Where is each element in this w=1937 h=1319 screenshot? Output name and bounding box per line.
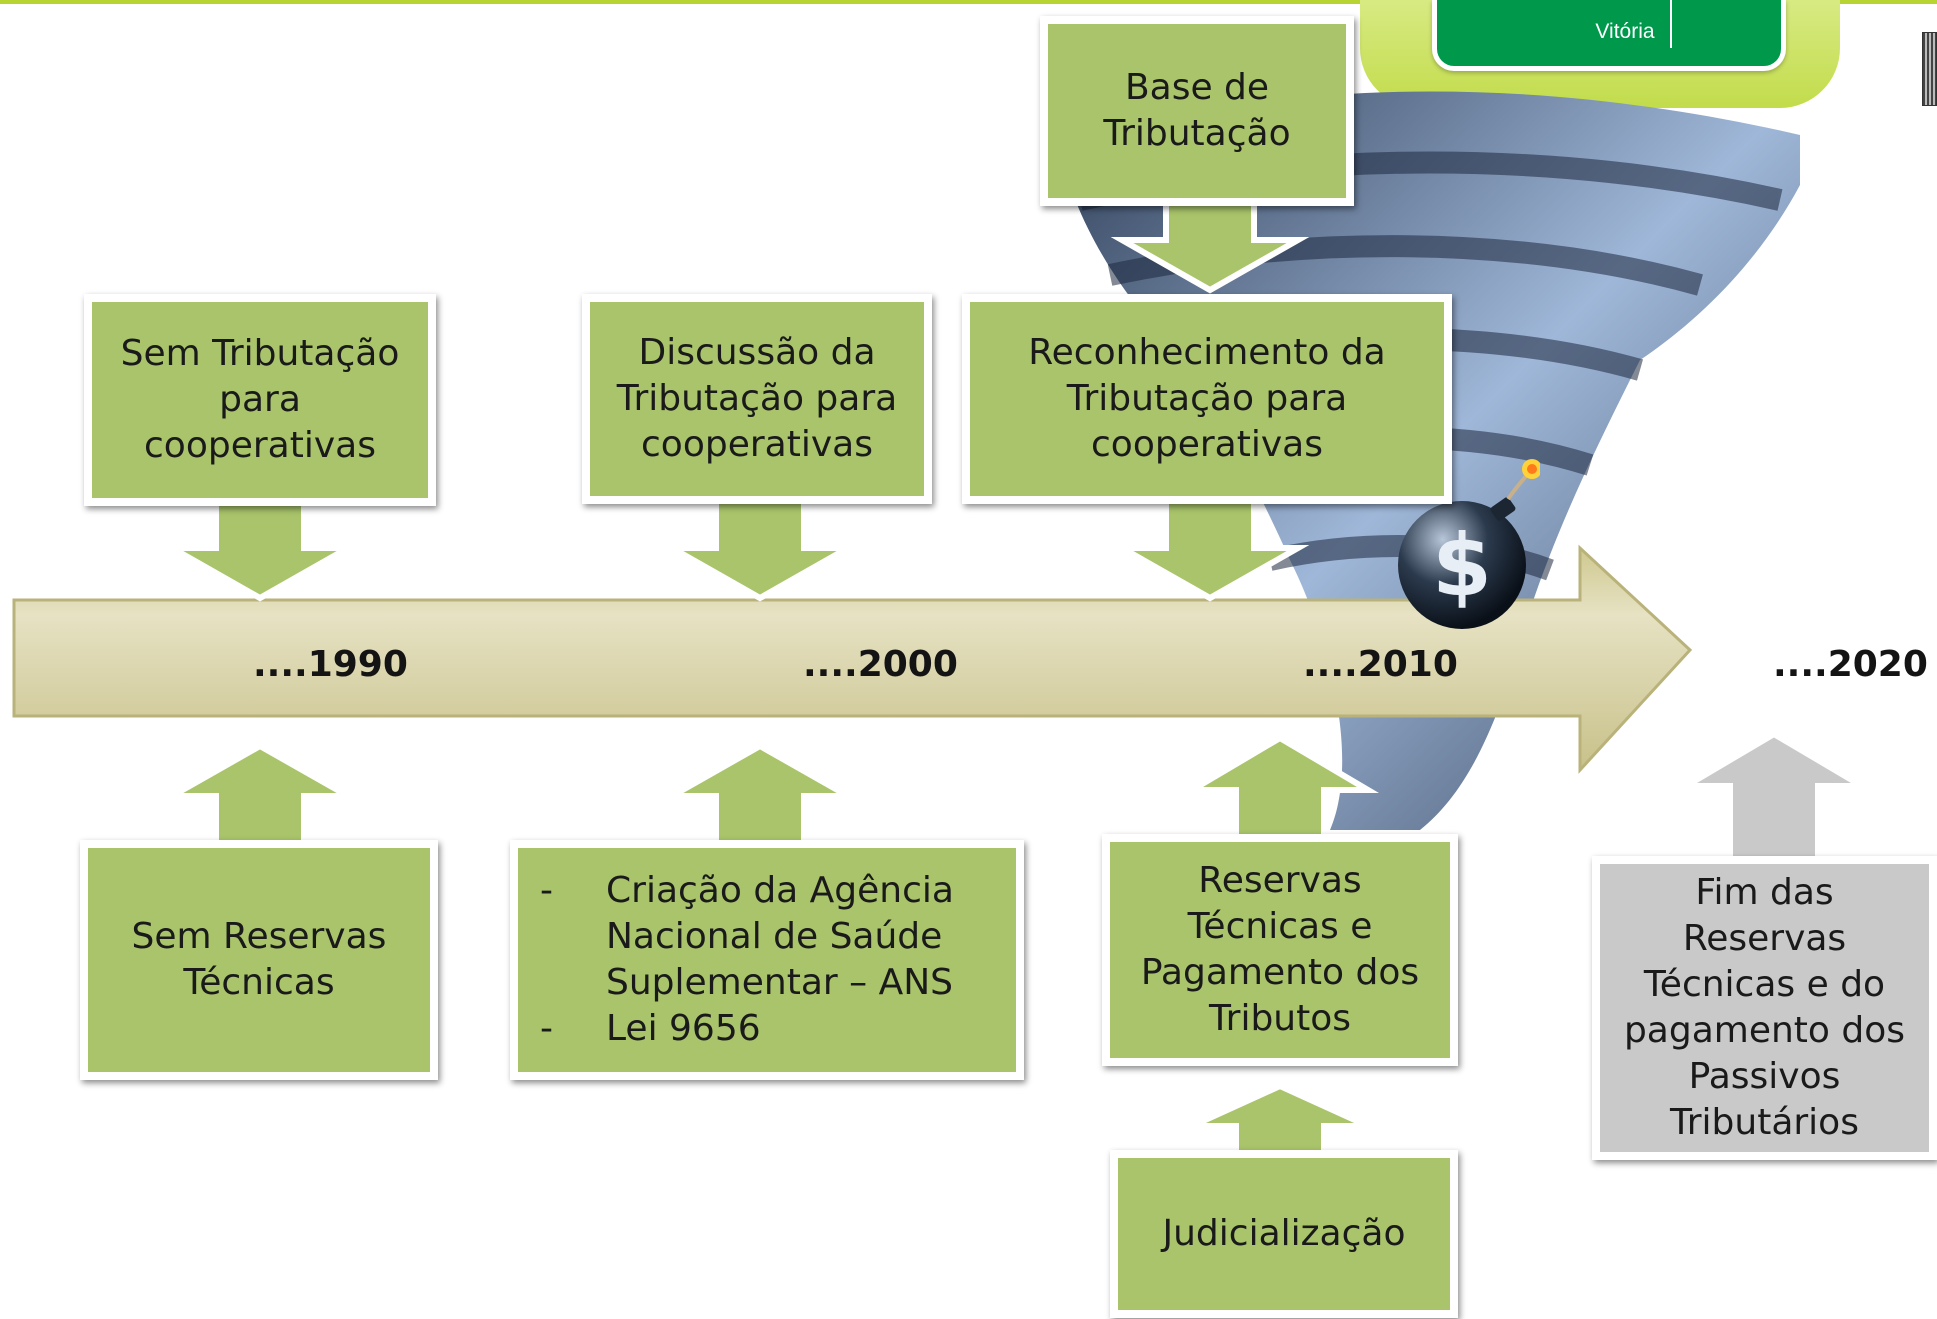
arrow-up-2010 xyxy=(1181,734,1379,849)
year-label-2000: ....2000 xyxy=(803,644,958,685)
arrow-up-1990 xyxy=(160,742,360,853)
top-accent-bar xyxy=(0,0,1937,4)
box-line: Tributários xyxy=(1670,1102,1859,1143)
box-line: cooperativas xyxy=(144,425,376,466)
bullet-text: Criação da Agência xyxy=(606,870,954,911)
year-label-2020: ....2020 xyxy=(1773,644,1928,685)
box-line: Base de xyxy=(1124,67,1270,108)
bullet-text: Suplementar – ANS xyxy=(606,962,953,1003)
box-line: Sem Tributação xyxy=(120,333,400,374)
box-line: Técnicas e do xyxy=(1643,964,1886,1005)
box-base-tributacao: Base de Tributação xyxy=(1040,16,1354,206)
arrow-up-2000 xyxy=(660,742,860,853)
box-line: Pagamento dos xyxy=(1140,952,1420,993)
box-line: Tributação para xyxy=(616,378,898,419)
bullet-item: Lei 9656 xyxy=(540,1006,954,1052)
box-line: para xyxy=(219,379,301,420)
arrow-up-judicial xyxy=(1190,1082,1370,1163)
year-label-1990: ....1990 xyxy=(253,644,408,685)
box-line: Passivos xyxy=(1688,1056,1841,1097)
arrow-down-2000 xyxy=(660,487,860,602)
box-line: pagamento dos xyxy=(1623,1010,1906,1051)
box-line: Judicialização xyxy=(1162,1213,1406,1254)
logo-divider xyxy=(1670,0,1672,48)
box-reconhecimento-tributacao: Reconhecimento da Tributação para cooper… xyxy=(962,294,1452,504)
box-judicializacao: Judicialização xyxy=(1110,1150,1458,1318)
box-line: Reservas xyxy=(1198,860,1362,901)
box-sem-reservas: Sem Reservas Técnicas xyxy=(80,840,438,1080)
box-line: Técnicas e xyxy=(1187,906,1373,947)
svg-text:$: $ xyxy=(1432,516,1492,616)
box-line: Fim das Reservas xyxy=(1682,872,1847,959)
box-sem-tributacao: Sem Tributação para cooperativas xyxy=(84,294,436,506)
box-line: cooperativas xyxy=(641,424,873,465)
year-label-2010: ....2010 xyxy=(1303,644,1458,685)
arrow-down-2010 xyxy=(1110,487,1310,602)
box-line: Tributação xyxy=(1103,113,1291,154)
bullet-text: Lei 9656 xyxy=(606,1008,761,1049)
box-fim-reservas: Fim das Reservas Técnicas e do pagamento… xyxy=(1592,856,1937,1160)
arrow-down-base xyxy=(1110,197,1310,294)
arrow-down-1990 xyxy=(160,487,360,602)
box-reservas-pagamento: Reservas Técnicas e Pagamento dos Tribut… xyxy=(1102,834,1458,1066)
bomb-icon: $ xyxy=(1398,459,1540,629)
box-line: Técnicas xyxy=(183,962,335,1003)
box-line: Reconhecimento da xyxy=(1028,332,1386,373)
logo-city: Vitória xyxy=(1595,20,1655,43)
box-discussao-tributacao: Discussão da Tributação para cooperativa… xyxy=(582,294,932,504)
box-line: Tributação para xyxy=(1066,378,1348,419)
bullet-text: Nacional de Saúde xyxy=(606,916,943,957)
brand-logo xyxy=(1432,0,1786,71)
box-line: cooperativas xyxy=(1091,424,1323,465)
box-line: Sem Reservas xyxy=(131,916,387,957)
arrow-up-2020 xyxy=(1675,730,1873,865)
box-line: Discussão da xyxy=(638,332,876,373)
box-line: Tributos xyxy=(1208,998,1352,1039)
